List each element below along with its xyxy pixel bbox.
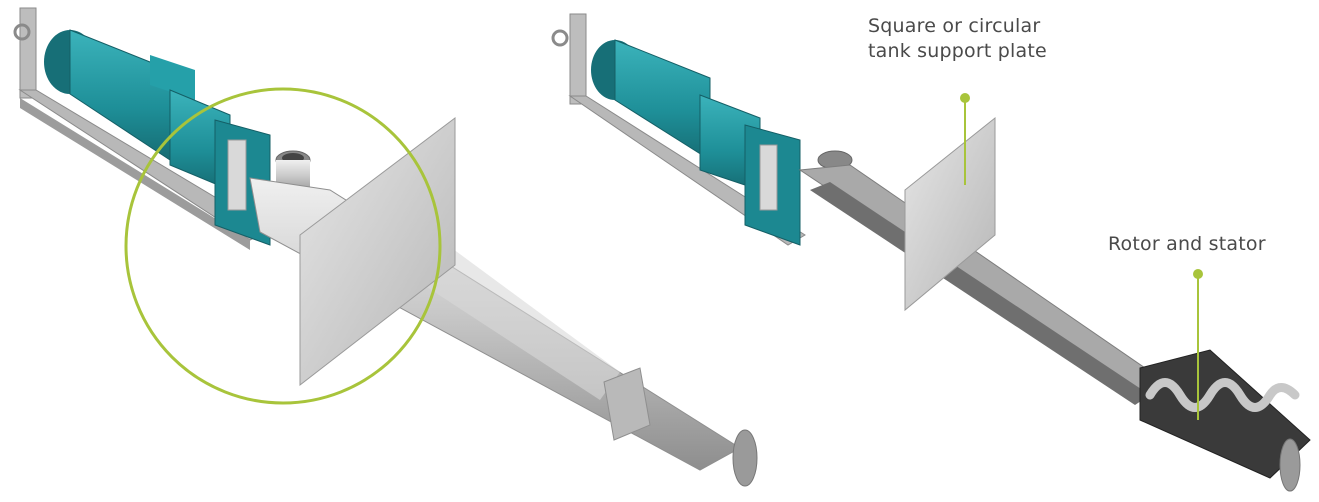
plate-callout-marker <box>960 93 970 185</box>
support-plate-label-line1: Square or circular <box>868 15 1041 37</box>
support-plate-callout-label: Square or circular tank support plate <box>868 14 1047 64</box>
left-highlight-circle <box>124 87 442 405</box>
rotor-stator-callout-label: Rotor and stator <box>1108 233 1266 255</box>
rotor-callout-marker <box>1193 269 1203 420</box>
support-plate-label-line2: tank support plate <box>868 40 1047 62</box>
left-pump <box>13 7 758 487</box>
right-motor <box>591 39 801 246</box>
right-pump <box>551 13 1311 492</box>
left-support-plate <box>299 116 456 387</box>
left-base-frame <box>13 7 272 250</box>
left-motor <box>44 29 271 246</box>
rotor-stator-assembly <box>1139 349 1311 492</box>
